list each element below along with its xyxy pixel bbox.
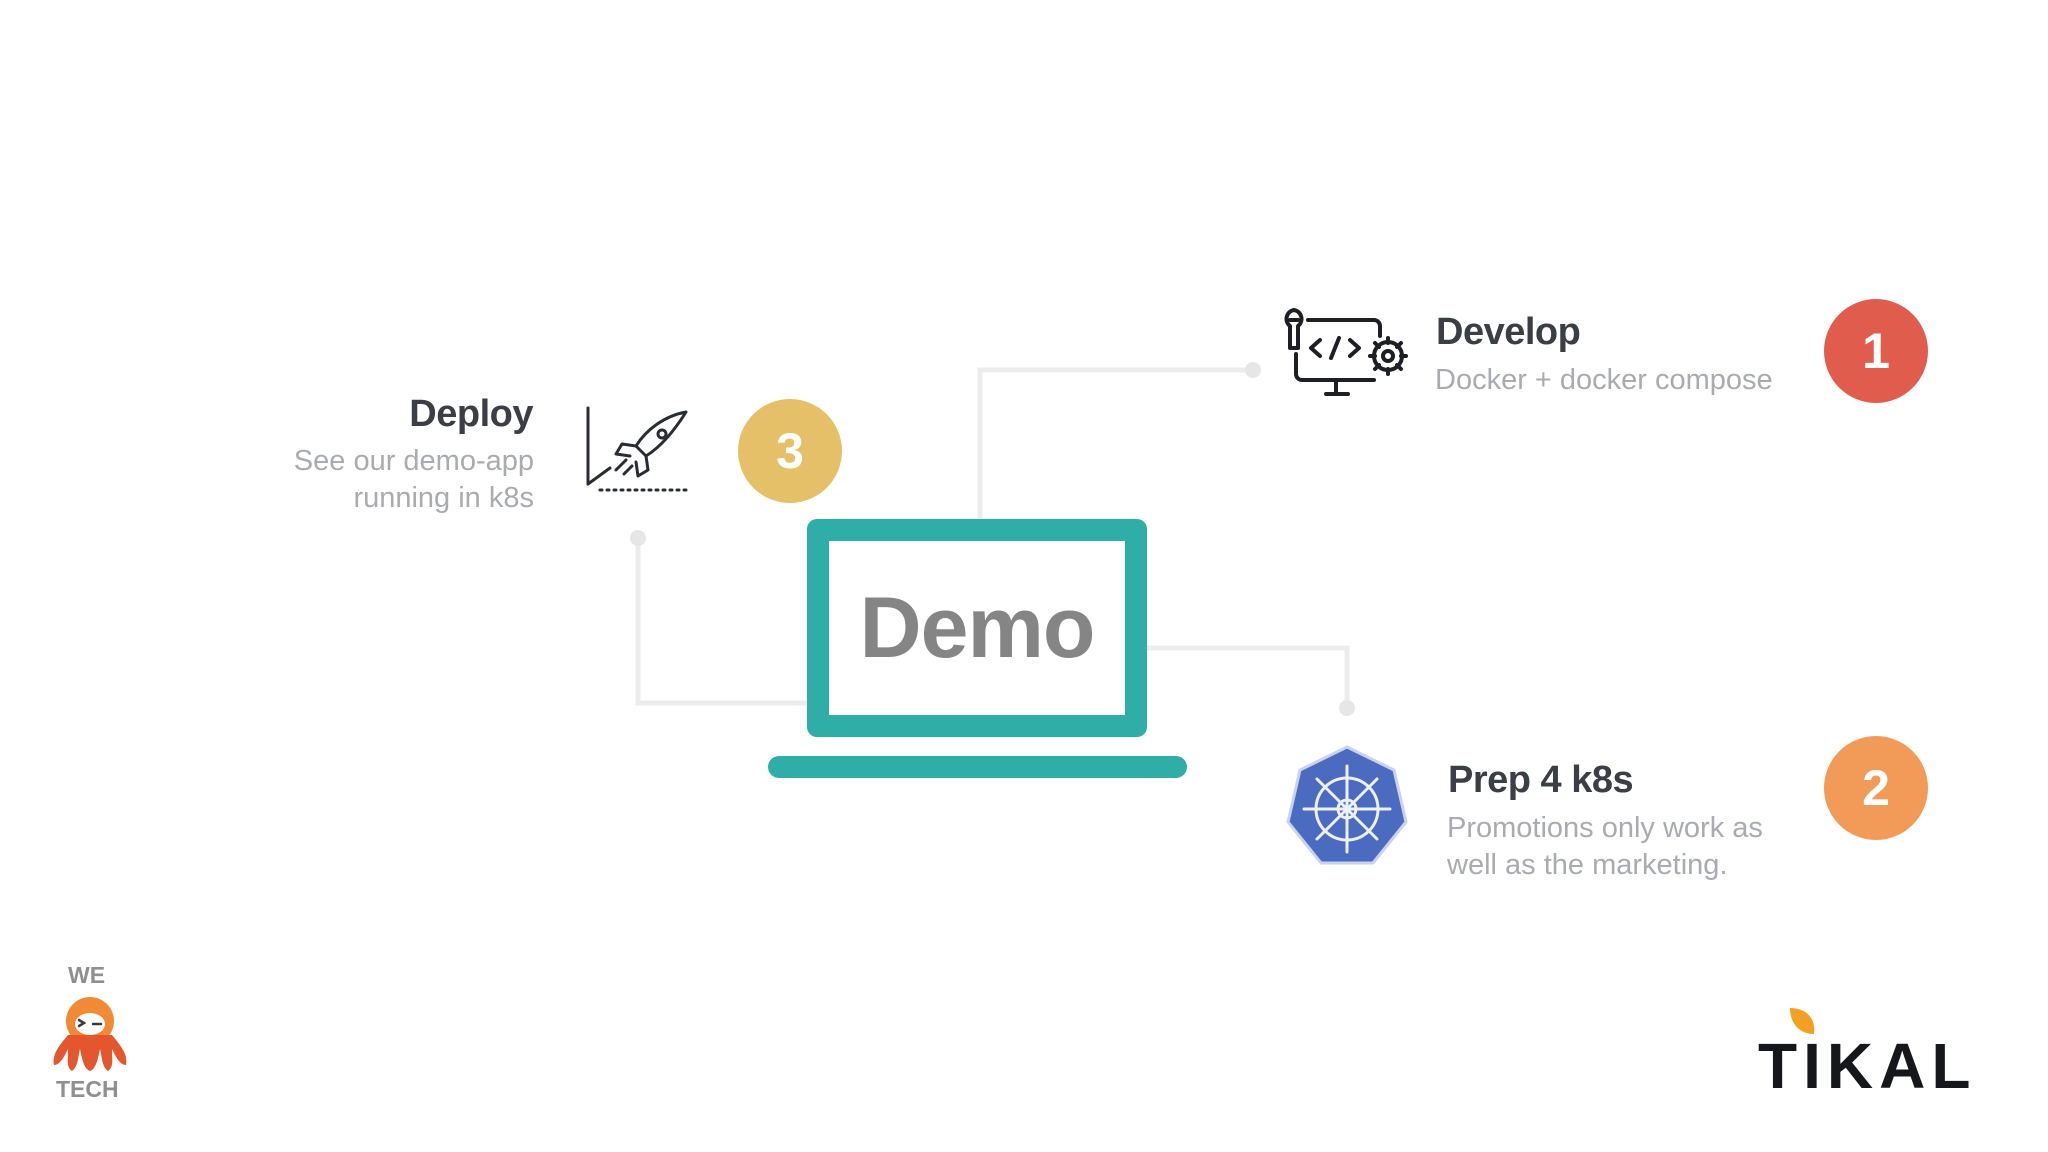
step-deploy-title: Deploy: [409, 393, 533, 435]
step-prep-k8s-title: Prep 4 k8s: [1448, 759, 1634, 801]
step-2-badge: 2: [1824, 736, 1928, 840]
step-deploy-subtitle: See our demo-app running in k8s: [294, 443, 534, 517]
wetech-logo-top: WE: [68, 962, 106, 988]
step-prep-k8s-subtitle-line-2: well as the marketing.: [1447, 849, 1728, 881]
step-prep-k8s-subtitle-line-1: Promotions only work as: [1447, 812, 1763, 844]
code-monitor-icon: [1284, 308, 1408, 396]
step-deploy-subtitle-line-2: running in k8s: [353, 482, 534, 514]
wetech-logo: WE TECH: [46, 962, 134, 1102]
wetech-logo-bottom: TECH: [56, 1076, 119, 1102]
demo-label: Demo: [859, 579, 1096, 676]
step-develop-subtitle: Docker + docker compose: [1435, 362, 1773, 399]
laptop-screen: Demo: [807, 519, 1147, 737]
kubernetes-icon: [1286, 745, 1408, 865]
step-develop-title: Develop: [1436, 311, 1581, 353]
step-3-badge: 3: [738, 399, 842, 503]
step-develop-subtitle-line: Docker + docker compose: [1435, 364, 1773, 396]
step-deploy-subtitle-line-1: See our demo-app: [293, 445, 534, 477]
step-1-badge: 1: [1824, 299, 1928, 403]
octopus-icon: [53, 997, 127, 1071]
laptop-base: [768, 756, 1187, 778]
tikal-wordmark: TIKAL: [1758, 1030, 1977, 1102]
tikal-logo: TIKAL: [1758, 1006, 1998, 1106]
leaf-icon: [1790, 1008, 1815, 1034]
step-prep-k8s-subtitle: Promotions only work as well as the mark…: [1447, 810, 1763, 884]
rocket-chart-icon: [586, 406, 692, 492]
